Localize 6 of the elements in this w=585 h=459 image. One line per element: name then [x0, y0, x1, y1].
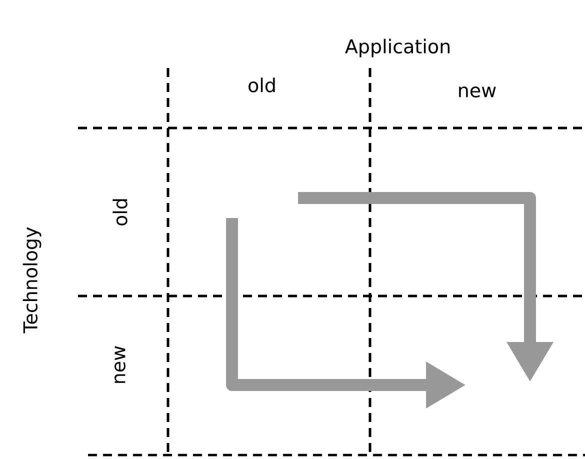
row-header: old	[112, 199, 128, 226]
column-header: old	[248, 78, 275, 92]
axis-label: Technology	[22, 227, 42, 334]
row-header: new	[114, 346, 126, 383]
column-header: new	[459, 86, 496, 98]
axis-label: Application	[345, 38, 450, 58]
